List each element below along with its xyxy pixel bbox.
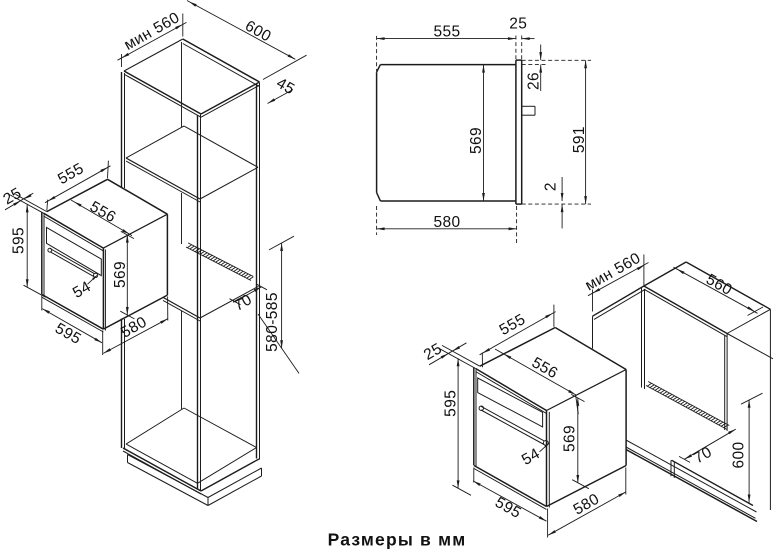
svg-text:600: 600 (731, 441, 748, 468)
svg-text:569: 569 (562, 425, 579, 452)
svg-text:54: 54 (70, 278, 94, 302)
svg-text:26: 26 (526, 72, 543, 90)
svg-text:25: 25 (0, 185, 24, 209)
svg-text:45: 45 (273, 75, 297, 99)
svg-text:569: 569 (468, 127, 485, 154)
svg-text:580: 580 (433, 214, 460, 231)
svg-text:2: 2 (543, 182, 560, 191)
svg-text:595: 595 (443, 390, 460, 417)
svg-text:25: 25 (509, 16, 527, 33)
svg-text:25: 25 (421, 340, 445, 364)
svg-text:Размеры в мм: Размеры в мм (328, 530, 467, 550)
svg-text:70: 70 (231, 291, 255, 315)
svg-text:70: 70 (691, 444, 715, 468)
svg-text:555: 555 (433, 24, 460, 41)
svg-text:595: 595 (11, 227, 28, 254)
svg-text:569: 569 (112, 261, 129, 288)
svg-text:54: 54 (519, 445, 543, 469)
svg-text:591: 591 (571, 126, 588, 153)
svg-text:580-585: 580-585 (264, 292, 281, 352)
